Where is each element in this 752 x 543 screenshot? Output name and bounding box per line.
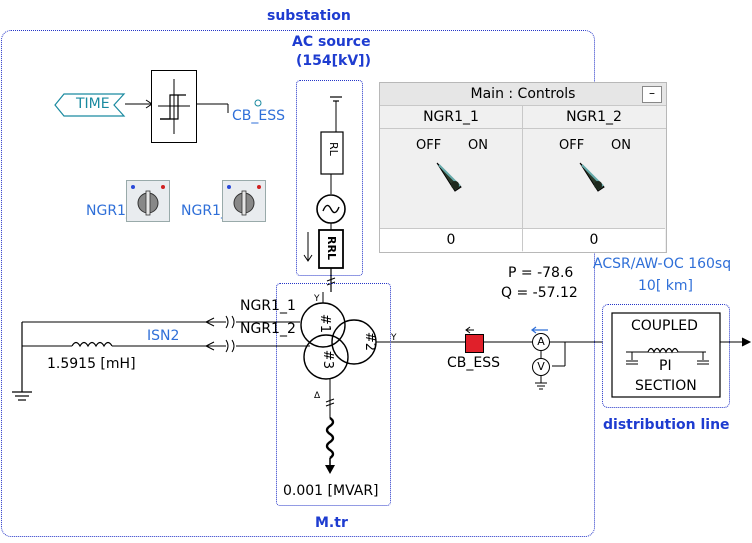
cb-ess-breaker[interactable]: [465, 334, 484, 353]
mtr-label: M.tr: [315, 515, 348, 531]
ammeter-icon: A: [532, 333, 550, 351]
cb-ess-signal-label: CB_ESS: [232, 108, 285, 124]
inductance-label: 1.5915 [mH]: [47, 356, 136, 372]
svg-text:Δ: Δ: [314, 391, 321, 401]
ngr1-2-value: 0: [523, 228, 665, 252]
winding-2-label: #2: [362, 331, 378, 352]
time-signal-tag[interactable]: TIME: [54, 93, 126, 117]
distribution-line-group: [602, 304, 730, 408]
ac-source-group: [296, 80, 363, 276]
voltmeter-icon: V: [532, 358, 550, 376]
ngr1-2-on-label: ON: [611, 138, 631, 153]
winding-1-label: #1: [317, 313, 333, 334]
mtr-group: [276, 283, 391, 506]
hysteresis-block[interactable]: [151, 70, 197, 143]
ac-source-voltage-label: (154[kV]): [296, 53, 371, 69]
cb-ess-breaker-label: CB_ESS: [447, 355, 500, 371]
controls-panel-title: Main : Controls: [380, 83, 666, 106]
reactive-power-readout: Q = -57.12: [501, 285, 578, 301]
ac-source-label: AC source: [292, 34, 371, 50]
winding-3-label: #3: [320, 349, 336, 370]
ngr1-1-on-label: ON: [468, 138, 488, 153]
rl-label: RL: [327, 142, 340, 156]
minimize-button[interactable]: –: [642, 86, 662, 103]
voltmeter-symbol: V: [537, 360, 545, 373]
distribution-line-label: distribution line: [603, 417, 730, 433]
ngr1-2-toggle-switch[interactable]: [222, 180, 266, 222]
header-divider: [380, 128, 666, 129]
time-label: TIME: [76, 96, 110, 112]
substation-group: [1, 30, 595, 537]
ngr1-1-dial-knob[interactable]: [425, 153, 485, 213]
pi-label: PI: [659, 358, 672, 374]
ngr1-1-value: 0: [380, 228, 522, 252]
col-header-ngr1-2: NGR1_2: [566, 109, 622, 125]
svg-text:Y: Y: [313, 294, 320, 304]
ngr1-1-toggle-switch[interactable]: [126, 180, 170, 222]
substation-label: substation: [267, 8, 351, 24]
isn2-label: ISN2: [147, 328, 180, 344]
line-length-label: 10[ km]: [638, 278, 693, 294]
ngr1-1-signal-label: NGR1_1: [240, 298, 296, 314]
coupled-label: COUPLED: [631, 318, 698, 334]
svg-text:Y: Y: [390, 333, 397, 343]
ngr1-1-off-label: OFF: [416, 138, 442, 153]
ngr1-2-off-label: OFF: [559, 138, 585, 153]
rrl-label: RRL: [325, 236, 338, 260]
col-header-ngr1-1: NGR1_1: [423, 109, 479, 125]
ammeter-symbol: A: [537, 335, 545, 348]
reactor-rating-label: 0.001 [MVAR]: [283, 483, 379, 499]
section-label: SECTION: [635, 378, 697, 394]
controls-panel: Main : Controls – NGR1_1 NGR1_2 OFF ON O…: [379, 82, 667, 253]
active-power-readout: P = -78.6: [508, 265, 574, 281]
line-type-label: ACSR/AW-OC 160sq: [593, 256, 732, 272]
column-divider: [522, 106, 523, 251]
ngr1-2-signal-label: NGR1_2: [240, 321, 296, 337]
ngr1-2-dial-knob[interactable]: [568, 153, 628, 213]
